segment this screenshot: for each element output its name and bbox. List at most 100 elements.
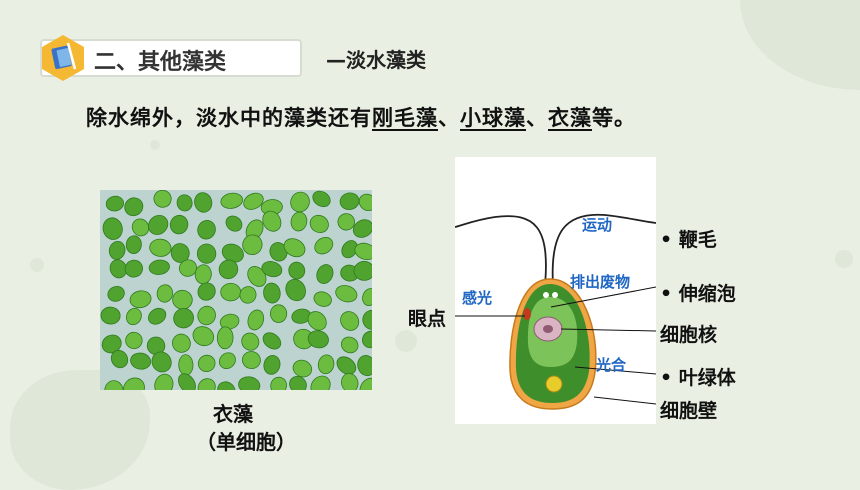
algae-cell: [105, 195, 124, 212]
function-label-light: 感光: [462, 289, 493, 307]
algae-cell: [169, 214, 189, 235]
algae-cell: [197, 378, 216, 390]
algae-cell: [316, 264, 334, 284]
algae-cell: [357, 355, 372, 377]
algae-cell: [262, 332, 282, 350]
chlamydomonas-micrograph: [100, 190, 372, 390]
algae-cell: [340, 336, 359, 354]
sentence-prefix: 除水绵外，淡水中的藻类还有: [86, 106, 372, 130]
algae-cell: [262, 210, 282, 232]
algae-cell: [358, 193, 372, 212]
algae-cell: [216, 326, 234, 350]
label-eyespot: 眼点: [408, 308, 447, 330]
algae-cell: [218, 259, 239, 280]
algae-cell: [104, 380, 124, 390]
algae-cell: [270, 376, 287, 390]
algae-cell: [218, 352, 236, 369]
photo-caption: 衣藻: [213, 402, 253, 426]
algae-cell: [108, 240, 126, 260]
algae-name: 刚毛藻: [372, 106, 438, 130]
algae-cell: [110, 349, 129, 369]
section-subtitle: —淡水藻类: [326, 48, 426, 72]
algae-cell: [283, 238, 306, 258]
algae-cell: [309, 214, 329, 234]
decor-circle: [395, 330, 417, 352]
algae-cell: [310, 375, 331, 390]
algae-cell: [151, 351, 172, 373]
algae-cell: [176, 194, 193, 212]
label-nucleus: 细胞核: [660, 324, 718, 346]
sentence-suffix: 等。: [592, 106, 636, 130]
algae-cell: [312, 190, 331, 208]
algae-cell: [285, 278, 306, 302]
algae-cell: [247, 309, 265, 331]
algae-cell: [124, 197, 144, 217]
algae-cell: [362, 309, 372, 330]
algae-cell: [339, 192, 360, 211]
algae-cell: [290, 211, 308, 232]
function-label-motion: 运动: [582, 216, 613, 234]
algae-cell: [307, 330, 329, 349]
decor-leaf: [740, 0, 860, 90]
photo-caption-sub: （单细胞）: [196, 430, 296, 454]
algae-cell: [178, 373, 196, 390]
algae-cell: [336, 356, 357, 375]
algae-cell: [154, 373, 174, 390]
algae-cell: [241, 351, 261, 370]
algae-cell: [149, 238, 172, 257]
algae-cell: [178, 259, 198, 277]
label-chloroplast: • 叶绿体: [660, 367, 736, 389]
algae-cell: [197, 354, 216, 373]
algae-cell: [197, 220, 216, 240]
algae-cell: [126, 307, 142, 326]
algae-cell: [341, 373, 359, 390]
algae-cell: [148, 214, 169, 235]
label-cell-wall: 细胞壁: [660, 400, 718, 422]
algae-cell: [354, 242, 372, 260]
algae-cell: [125, 331, 143, 350]
algae-cell: [314, 237, 334, 255]
algae-cell: [352, 219, 372, 238]
algae-cell: [196, 243, 217, 264]
algae-cell: [102, 217, 123, 240]
algae-cell: [197, 305, 216, 326]
algae-cell: [225, 215, 243, 232]
label-flagellum: • 鞭毛: [660, 229, 717, 251]
algae-cell: [289, 375, 307, 390]
algae-cell: [313, 291, 332, 307]
algae-cell: [362, 288, 372, 307]
algae-cell: [292, 359, 313, 378]
algae-cell: [353, 261, 372, 281]
algae-cell: [242, 234, 263, 256]
algae-cell: [241, 332, 260, 351]
algae-cell: [238, 376, 261, 390]
algae-cell: [131, 218, 150, 237]
algae-cell: [172, 289, 193, 310]
algae-cell: [194, 192, 213, 213]
algae-cell: [239, 286, 257, 304]
algae-cell: [220, 282, 242, 302]
algae-cell: [194, 264, 212, 285]
algae-cell: [130, 352, 152, 370]
algae-cell: [288, 261, 306, 280]
algae-cell: [129, 290, 152, 309]
algae-cell: [192, 326, 215, 347]
algae-cell: [173, 308, 194, 329]
algae-cell: [263, 282, 281, 304]
algae-cell: [124, 259, 143, 278]
algae-cell: [100, 306, 121, 325]
label-contractile-vacuole: • 伸缩泡: [660, 283, 736, 305]
decor-circle: [835, 250, 853, 268]
algae-cell: [178, 354, 194, 376]
algae-cell: [263, 355, 281, 375]
algae-cell: [317, 354, 335, 375]
algae-cell: [123, 377, 145, 390]
algae-cell: [220, 192, 243, 209]
algae-cell: [269, 304, 288, 323]
algae-cell: [219, 313, 240, 330]
chlamydomonas-diagram: [454, 157, 657, 424]
function-label-photosynthesis: 光合: [596, 356, 627, 374]
book-icon: [42, 35, 84, 81]
algae-cell: [125, 235, 142, 254]
separator: 、: [438, 106, 460, 130]
